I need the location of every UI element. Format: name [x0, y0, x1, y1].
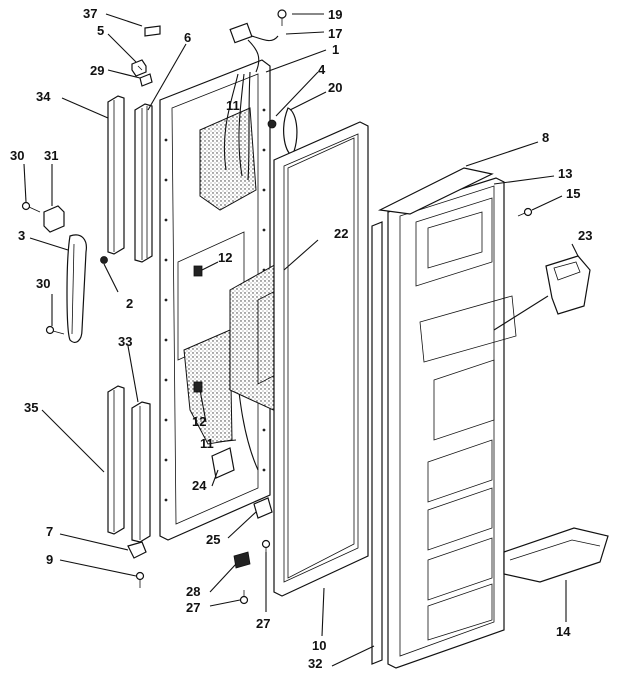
part-28-block: [233, 551, 251, 569]
part-29-clip: [139, 73, 153, 87]
callout-11-lower: 11: [200, 436, 214, 451]
part-33-channel: [131, 401, 151, 543]
callout-12-lower: 12: [192, 414, 206, 429]
callout-9: 9: [46, 552, 53, 567]
callout-30-lower: 30: [36, 276, 50, 291]
part-19-screw: [277, 9, 287, 26]
callout-1: 1: [332, 42, 339, 57]
callout-14: 14: [556, 624, 571, 639]
callout-19: 19: [328, 7, 342, 22]
callout-27-left: 27: [186, 600, 200, 615]
callouts: 37 5 29 34 6 19 17 1 4 20 11 8 13 15 30 …: [10, 6, 592, 671]
part-31-handle-mount: [43, 205, 65, 233]
callout-37: 37: [83, 6, 97, 21]
part-7-hinge-bracket: [127, 541, 147, 559]
callout-31: 31: [44, 148, 58, 163]
callout-7: 7: [46, 524, 53, 539]
callout-3: 3: [18, 228, 25, 243]
callout-12-upper: 12: [218, 250, 232, 265]
part-1-door-panel: [159, 59, 271, 541]
part-30-screw-upper: [21, 201, 41, 213]
part-6-channel: [134, 103, 153, 263]
part-30-screw-lower: [45, 325, 65, 335]
part-27-screw-a: [239, 590, 249, 605]
callout-6: 6: [184, 30, 191, 45]
callout-15: 15: [566, 186, 580, 201]
callout-2: 2: [126, 296, 133, 311]
callout-5: 5: [97, 23, 104, 38]
callout-30-upper: 30: [10, 148, 24, 163]
callout-32: 32: [308, 656, 322, 671]
callout-24: 24: [192, 478, 207, 493]
leader-lines: [23, 13, 579, 667]
callout-23: 23: [578, 228, 592, 243]
part-17-harness-connector: [229, 22, 279, 73]
part-10-gasket: [273, 121, 369, 597]
part-12-switch-upper: [193, 265, 203, 277]
part-4-grommet: [267, 119, 277, 129]
part-25-hinge: [253, 497, 273, 519]
part-5-bracket: [131, 59, 147, 77]
part-32-liner-strip: [371, 221, 383, 665]
callout-4: 4: [318, 62, 326, 77]
callout-13: 13: [558, 166, 572, 181]
part-14-bin: [503, 527, 609, 583]
part-35-trim-strip: [107, 385, 125, 535]
callout-17: 17: [328, 26, 342, 41]
part-34-trim-strip: [107, 95, 125, 255]
callout-10: 10: [312, 638, 326, 653]
callout-8: 8: [542, 130, 549, 145]
part-12-switch-lower: [193, 381, 203, 393]
callout-29: 29: [90, 63, 104, 78]
part-8-door-liner: [377, 167, 517, 669]
callout-33: 33: [118, 334, 132, 349]
part-15-screw: [517, 207, 533, 217]
callout-22: 22: [334, 226, 348, 241]
callout-27-right: 27: [256, 616, 270, 631]
callout-11-upper: 11: [226, 98, 240, 113]
callout-25: 25: [206, 532, 220, 547]
callout-20: 20: [328, 80, 342, 95]
part-2-plug: [100, 256, 108, 264]
callout-34: 34: [36, 89, 51, 104]
part-3-handle: [66, 234, 87, 343]
part-9-screw: [135, 571, 145, 588]
part-20-cover: [283, 107, 298, 157]
part-37-tag: [144, 25, 161, 37]
callout-28: 28: [186, 584, 200, 599]
part-23-chute: [545, 255, 591, 315]
callout-35: 35: [24, 400, 38, 415]
